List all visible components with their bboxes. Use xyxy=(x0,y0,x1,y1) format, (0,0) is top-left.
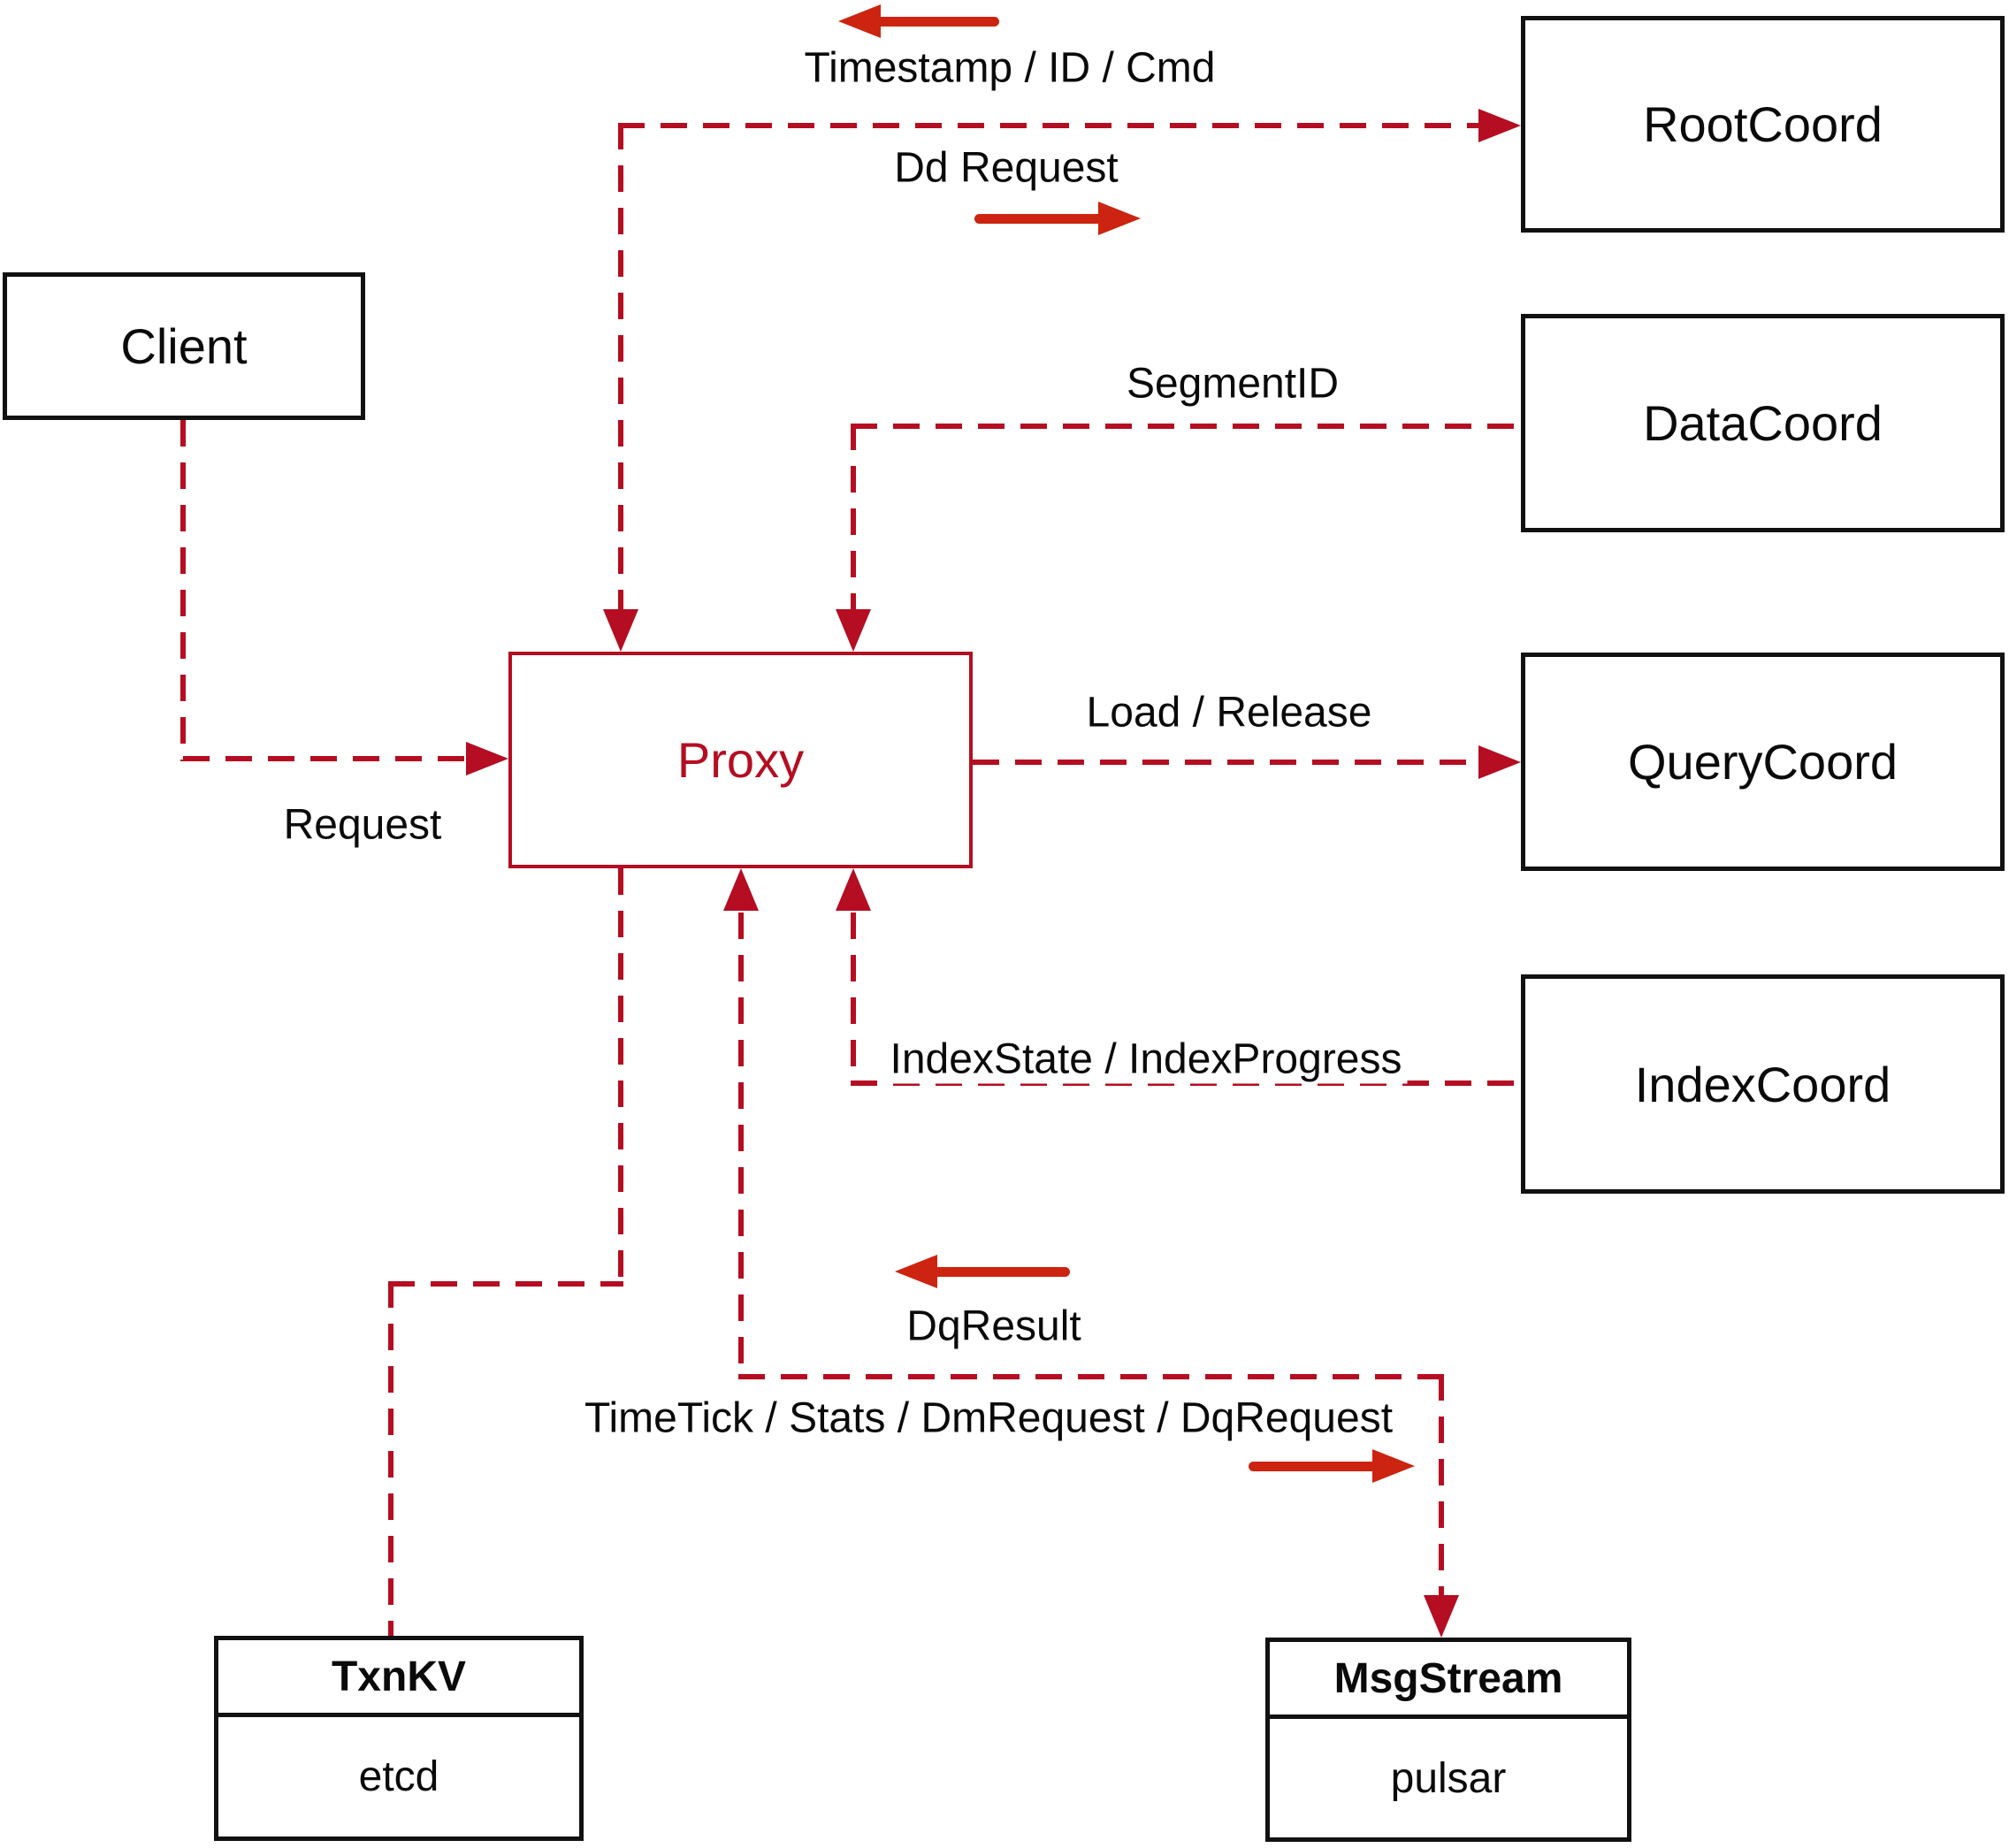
node-querycoord: QueryCoord xyxy=(1521,653,2005,871)
node-msgstream: MsgStream pulsar xyxy=(1265,1638,1631,1842)
edge-label-request: Request xyxy=(278,800,447,850)
edge-rootcoord-proxy-vertical xyxy=(618,123,623,614)
direction-arrow-left-dqresult-icon xyxy=(895,1255,937,1288)
edge-proxy-querycoord-horizontal xyxy=(973,760,1483,765)
node-txnkv-title: TxnKV xyxy=(218,1640,579,1717)
edge-proxy-msgstream-horizontal xyxy=(738,1374,1444,1379)
edge-label-segment-id: SegmentID xyxy=(1120,359,1345,409)
arrowhead-into-querycoord-icon xyxy=(1478,745,1521,779)
node-txnkv: TxnKV etcd xyxy=(214,1636,584,1841)
edge-indexcoord-proxy-vertical xyxy=(851,913,856,1086)
edge-proxy-txnkv-vertical-lower xyxy=(388,1281,393,1636)
node-proxy: Proxy xyxy=(508,652,973,868)
node-proxy-label: Proxy xyxy=(676,732,805,788)
edge-proxy-txnkv-vertical-upper xyxy=(618,868,623,1287)
arrowhead-into-proxy-left-icon xyxy=(466,742,508,775)
direction-arrow-right-ddrequest-shaft xyxy=(974,214,1104,224)
edge-datacoord-proxy-vertical xyxy=(851,424,856,614)
node-rootcoord: RootCoord xyxy=(1521,16,2005,233)
node-datacoord-label: DataCoord xyxy=(1643,395,1883,451)
node-msgstream-title: MsgStream xyxy=(1270,1642,1627,1719)
arrowhead-into-proxy-bottom-center-icon xyxy=(723,868,759,911)
edge-label-indexstate-indexprogress: IndexState / IndexProgress xyxy=(884,1035,1408,1084)
edge-label-load-release: Load / Release xyxy=(1081,688,1378,737)
edge-msgstream-proxy-vertical xyxy=(738,913,744,1379)
edge-label-timetick-stats-dmrequest-dqrequest: TimeTick / Stats / DmRequest / DqRequest xyxy=(578,1394,1399,1443)
arrowhead-into-proxy-top-left-icon xyxy=(603,609,638,652)
edge-client-proxy-horizontal xyxy=(183,756,470,761)
edge-datacoord-proxy-horizontal xyxy=(851,424,1521,429)
edge-proxy-rootcoord-horizontal xyxy=(618,123,1483,128)
direction-arrow-right-timetick-shaft xyxy=(1249,1462,1378,1471)
direction-arrow-right-timetick-icon xyxy=(1372,1449,1415,1483)
direction-arrow-right-ddrequest-icon xyxy=(1098,202,1141,235)
node-txnkv-impl: etcd xyxy=(358,1753,439,1800)
node-msgstream-impl: pulsar xyxy=(1390,1754,1507,1802)
arrowhead-into-rootcoord-icon xyxy=(1478,109,1521,142)
arrowhead-into-msgstream-icon xyxy=(1424,1595,1459,1638)
direction-arrow-left-dqresult-shaft xyxy=(932,1267,1070,1277)
arrowhead-into-proxy-bottom-right-icon xyxy=(836,868,871,911)
node-client: Client xyxy=(3,272,365,420)
node-datacoord: DataCoord xyxy=(1521,314,2005,532)
edge-label-timestamp-id-cmd: Timestamp / ID / Cmd xyxy=(798,43,1221,93)
edge-client-proxy-vertical xyxy=(180,420,186,761)
arrowhead-into-proxy-top-right-icon xyxy=(836,609,871,652)
edge-label-dd-request: Dd Request xyxy=(889,143,1124,193)
edge-label-dq-result: DqResult xyxy=(901,1302,1087,1351)
direction-arrow-left-top-shaft xyxy=(875,17,999,27)
edge-proxy-msgstream-vertical xyxy=(1439,1374,1444,1599)
node-rootcoord-label: RootCoord xyxy=(1643,96,1883,152)
node-querycoord-label: QueryCoord xyxy=(1627,734,1898,790)
node-indexcoord-label: IndexCoord xyxy=(1634,1056,1891,1112)
node-indexcoord: IndexCoord xyxy=(1521,974,2005,1194)
direction-arrow-left-top-icon xyxy=(838,4,881,38)
node-client-label: Client xyxy=(120,318,248,374)
edge-proxy-txnkv-horizontal xyxy=(388,1281,623,1287)
